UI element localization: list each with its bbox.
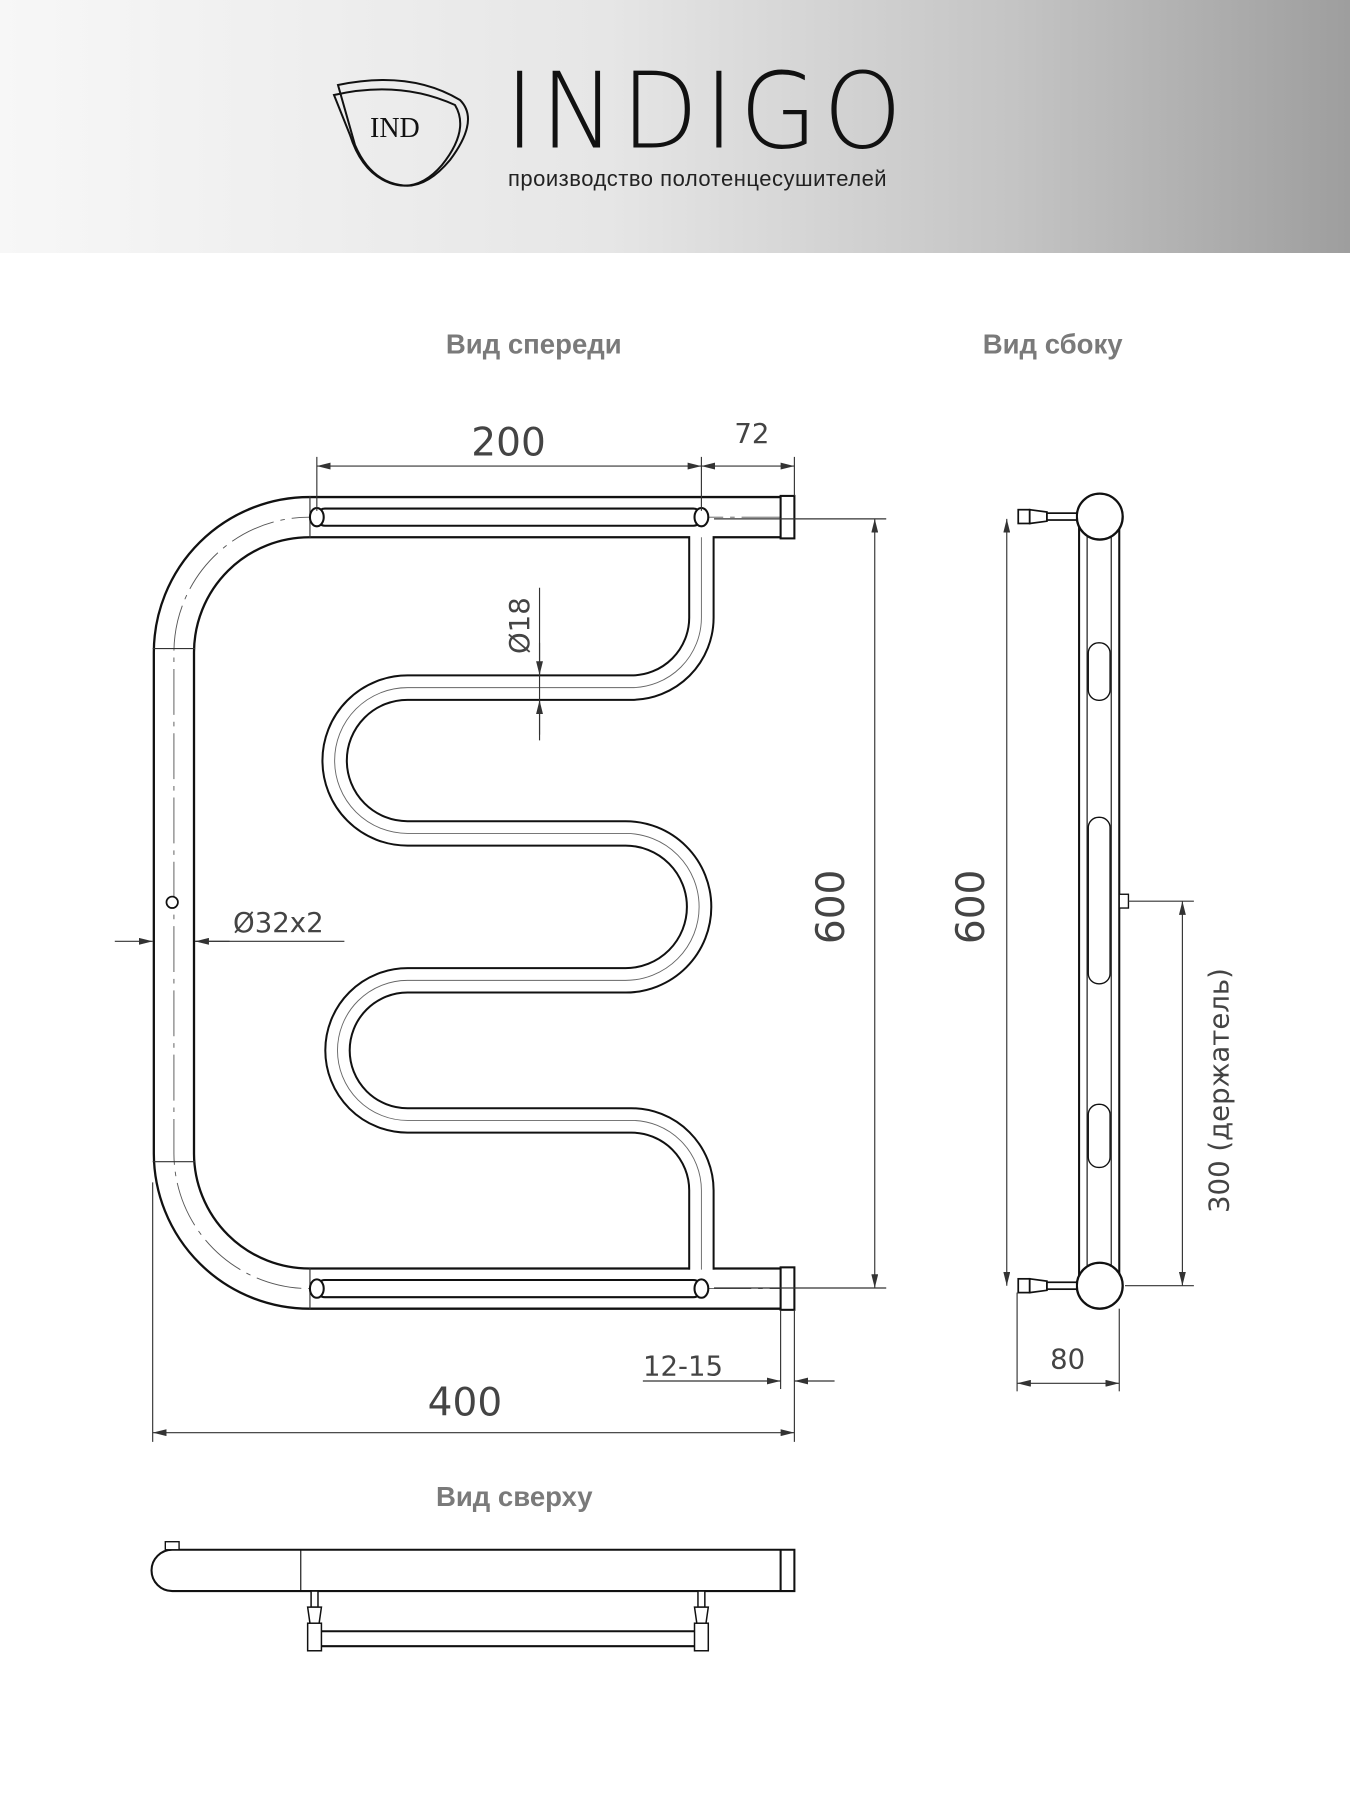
front-dimension-lines: [114, 456, 887, 1442]
brand-logo-mark: IND: [332, 79, 469, 187]
side-view: 600 300 (держатель) 80: [949, 492, 1235, 1392]
wall-bracket-top: [1017, 508, 1078, 525]
serpentine-tube: [321, 534, 715, 1272]
svg-text:IND: IND: [370, 113, 420, 144]
top-view: [150, 1541, 796, 1652]
dim-200: 200: [471, 421, 545, 466]
front-view-label: Вид спереди: [446, 329, 622, 360]
dim-tube-18: Ø18: [504, 597, 536, 654]
dim-tube-32x2: Ø32x2: [233, 907, 324, 939]
brand-tagline: производство полотенцесушителей: [508, 166, 888, 191]
wall-bracket-bottom: [1017, 1277, 1078, 1294]
side-view-label: Вид сбоку: [983, 329, 1124, 360]
dim-holder-300: 300 (держатель): [1203, 968, 1235, 1213]
dim-80: 80: [1050, 1343, 1085, 1375]
brand-name: INDIGO: [505, 50, 908, 173]
holder-nub: [1118, 893, 1130, 909]
main-tube: [152, 494, 796, 1311]
dim-12-15: 12-15: [643, 1350, 723, 1382]
dim-600-front: 600: [809, 870, 854, 944]
dim-72: 72: [734, 418, 769, 450]
header-banner: IND INDIGO производство полотенцесушител…: [0, 0, 1350, 253]
front-view: 200 72 600 Ø18 Ø32x2 400 12-15: [114, 418, 887, 1442]
dim-600-side: 600: [949, 870, 994, 944]
dim-400: 400: [428, 1380, 502, 1425]
top-view-label: Вид сверху: [436, 1481, 593, 1512]
